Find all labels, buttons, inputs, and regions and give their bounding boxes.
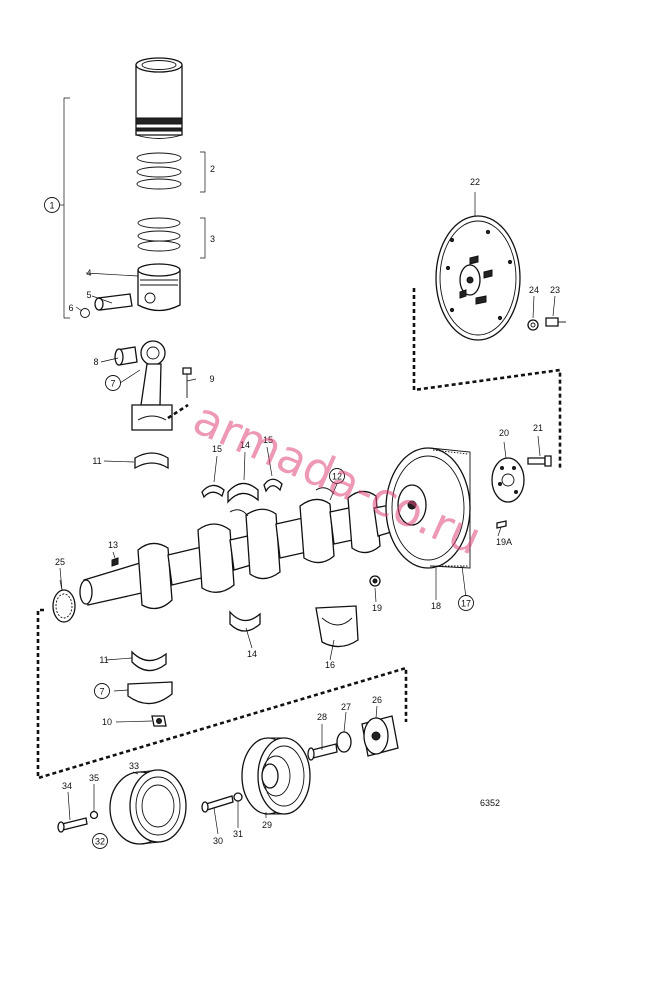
label-14b: 14 [247, 649, 257, 659]
circlip [80, 308, 90, 318]
label-26: 26 [372, 695, 382, 705]
label-10: 10 [102, 717, 112, 727]
label-15b: 15 [263, 435, 273, 445]
main-bearing-shell-upper [227, 482, 259, 504]
washer [527, 319, 539, 331]
label-12: 12 [332, 472, 342, 482]
callout-circle-7a [105, 375, 121, 391]
damper-washer [89, 810, 99, 820]
label-8: 8 [93, 357, 98, 367]
double-pulley [241, 737, 311, 815]
label-33: 33 [129, 761, 139, 771]
thrust-washer-left [201, 484, 225, 499]
label-2: 2 [210, 164, 215, 174]
cylinder-liner [135, 57, 183, 139]
thrust-washer-right [263, 478, 283, 493]
connecting-rod [131, 340, 173, 431]
pilot-bearing [369, 575, 381, 587]
big-end-bearing-shell-lower [131, 650, 167, 672]
label-14a: 14 [240, 440, 250, 450]
label-9: 9 [209, 374, 214, 384]
label-11b: 11 [99, 655, 108, 665]
label-15a: 15 [212, 444, 222, 454]
flex-plate-bolt [545, 317, 566, 327]
spacer [336, 731, 352, 753]
label-31: 31 [233, 829, 243, 839]
pulley-washer [233, 792, 243, 802]
label-13: 13 [108, 540, 118, 550]
label-29: 29 [262, 820, 272, 830]
label-20a: 20 [499, 428, 509, 438]
callout-circle-7b [94, 683, 110, 699]
assembly-line-flexplate [412, 288, 562, 470]
damper-pulley [109, 769, 187, 845]
piston-pin [94, 293, 133, 311]
label-19: 19 [372, 603, 382, 613]
label-19a: 19A [496, 537, 512, 547]
label-28: 28 [317, 712, 327, 722]
drive-flange [491, 457, 525, 503]
label-22: 22 [470, 177, 480, 187]
group-2-bracket [200, 151, 206, 193]
label-17: 17 [461, 599, 471, 609]
label-32: 32 [95, 837, 105, 847]
flywheel [385, 447, 471, 569]
main-bearing-cap [315, 605, 359, 648]
label-4: 4 [86, 268, 91, 278]
label-18: 18 [431, 601, 441, 611]
damper-bolt [57, 817, 88, 833]
label-34: 34 [62, 781, 72, 791]
label-25: 25 [55, 557, 65, 567]
drawing-reference-number: 6352 [480, 798, 500, 808]
label-3: 3 [210, 234, 215, 244]
compression-rings [136, 152, 182, 190]
pulley-bolt [201, 795, 234, 813]
callout-circle-12 [329, 468, 345, 484]
label-23: 23 [550, 285, 560, 295]
label-11a: 11 [92, 456, 101, 466]
label-7b: 7 [99, 687, 104, 697]
label-1: 1 [49, 201, 54, 211]
crankshaft-gear [52, 589, 76, 623]
connecting-rod-nut [151, 715, 167, 727]
callout-circle-32 [92, 833, 108, 849]
group-1-bracket [63, 97, 70, 319]
label-24: 24 [529, 285, 539, 295]
label-30: 30 [213, 836, 223, 846]
big-end-bearing-shell-upper [134, 452, 169, 470]
assembly-line-front [36, 608, 408, 780]
callout-circle-1 [44, 197, 60, 213]
assembly-line [167, 403, 189, 420]
hub-bolt [307, 743, 338, 761]
connecting-rod-cap [127, 681, 173, 705]
group-3-bracket [200, 217, 206, 259]
crankshaft [79, 487, 399, 610]
main-bearing-shell-lower [229, 610, 261, 632]
callout-circle-17 [458, 595, 474, 611]
woodruff-key [111, 557, 119, 567]
connecting-rod-bolt [182, 367, 192, 398]
piston [137, 263, 181, 312]
leader-lines [59, 192, 556, 835]
label-6: 6 [68, 303, 73, 313]
label-21: 21 [533, 423, 543, 433]
label-16: 16 [325, 660, 335, 670]
oil-rings [137, 217, 181, 252]
flange-bolt [527, 455, 552, 467]
dowel-pin [496, 520, 507, 529]
small-end-bushing [114, 346, 138, 366]
pulley-hub [361, 715, 399, 757]
label-7a: 7 [110, 379, 115, 389]
flex-plate [435, 215, 521, 341]
part-labels: 1 2 3 4 5 6 8 7 9 11 15 14 15 12 13 25 1… [44, 164, 560, 849]
label-5: 5 [86, 290, 91, 300]
label-27: 27 [341, 702, 351, 712]
label-35: 35 [89, 773, 99, 783]
